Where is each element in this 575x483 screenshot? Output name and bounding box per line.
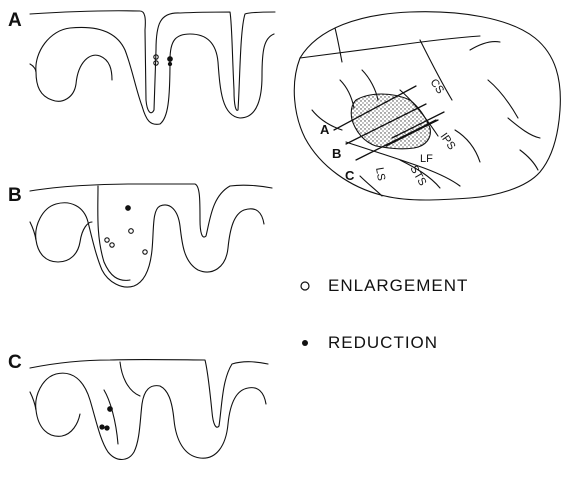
open-circle-icon: [300, 280, 328, 292]
legend-reduction-label: REDUCTION: [328, 333, 438, 353]
lf-label: LF: [420, 153, 433, 165]
brain-outline: [294, 12, 560, 200]
brain-section-label-c: C: [345, 168, 355, 183]
brain-section-label-b: B: [332, 146, 341, 161]
section-b-markers: [105, 206, 147, 255]
filled-circle-icon: [300, 337, 328, 349]
section-b-outer-contour: [30, 184, 272, 280]
cs-label: CS: [428, 77, 447, 96]
section-b-inner-contour: [30, 203, 264, 287]
brain-section-label-a: A: [320, 122, 330, 137]
ls-label: LS: [373, 166, 387, 181]
legend-reduction: REDUCTION: [300, 333, 438, 353]
sts-label: STS: [407, 164, 428, 189]
section-a-markers: [154, 55, 173, 66]
legend-enlargement: ENLARGEMENT: [300, 276, 468, 296]
legend-enlargement-label: ENLARGEMENT: [328, 276, 468, 296]
section-c-inner-contour: [30, 362, 266, 460]
section-a-outer-contour: [30, 11, 275, 113]
ips-label: IPS: [438, 131, 458, 152]
section-c-outer-contour: [30, 360, 268, 428]
section-c-markers: [100, 407, 112, 430]
